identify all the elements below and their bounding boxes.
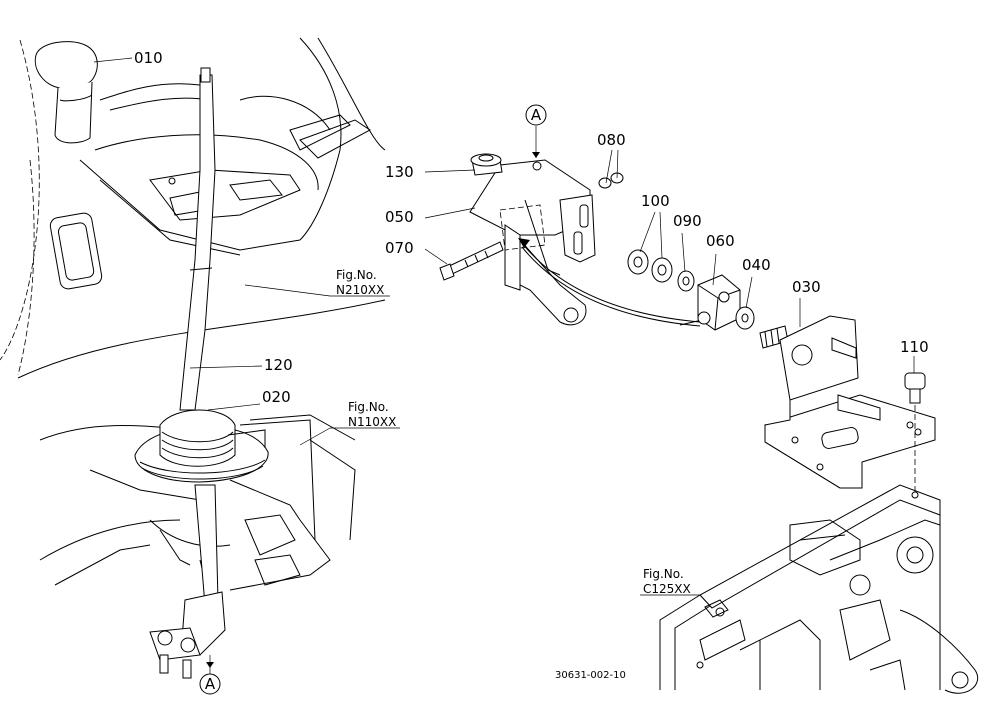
fig-ref-c125: Fig.No. C125XX	[643, 567, 691, 596]
leader-lines	[93, 57, 915, 676]
section-marker-bottom-label: A	[205, 675, 216, 693]
part-label-050: 050	[385, 208, 414, 226]
shift-boot-020	[134, 409, 269, 483]
drawing-code: 30631-002-10	[555, 670, 626, 681]
part-label-010: 010	[134, 49, 163, 67]
part-label-020: 020	[262, 388, 291, 406]
part-label-120: 120	[264, 356, 293, 374]
part-label-100: 100	[641, 192, 670, 210]
part-label-110: 110	[900, 338, 929, 356]
bushing-130	[470, 153, 503, 176]
cable	[518, 238, 703, 327]
part-label-080: 080	[597, 131, 626, 149]
fig-ref-title: Fig.No.	[348, 400, 389, 414]
part-label-030: 030	[792, 278, 821, 296]
part-label-130: 130	[385, 163, 414, 181]
fig-ref-code: N210XX	[336, 283, 384, 297]
part-label-040: 040	[742, 256, 771, 274]
bracket-050	[469, 159, 596, 326]
washer-040	[735, 306, 755, 330]
part-label-060: 060	[706, 232, 735, 250]
transmission-case	[659, 484, 979, 694]
clamp-060	[697, 274, 741, 331]
gear-knob-010	[34, 41, 98, 144]
section-marker-top: A	[525, 104, 547, 126]
nuts-080	[598, 172, 624, 189]
fig-ref-title: Fig.No.	[336, 268, 377, 282]
part-label-090: 090	[673, 212, 702, 230]
fig-ref-code: N110XX	[348, 415, 396, 429]
section-marker-top-label: A	[531, 106, 542, 124]
spacers-100	[627, 249, 673, 283]
fig-ref-code: C125XX	[643, 582, 691, 596]
lower-linkage	[149, 484, 226, 679]
section-marker-bottom: A	[199, 673, 221, 695]
fig-ref-title: Fig.No.	[643, 567, 684, 581]
cab-floor-background	[0, 37, 386, 601]
washer-090	[677, 270, 695, 292]
fig-ref-n210: Fig.No. N210XX	[336, 268, 384, 297]
fig-ref-n110: Fig.No. N110XX	[348, 400, 396, 429]
bolt-110	[904, 372, 926, 499]
bolt-070	[439, 241, 504, 281]
part-label-070: 070	[385, 239, 414, 257]
shift-rod-120	[179, 67, 216, 411]
lever-bracket-030	[759, 315, 936, 489]
